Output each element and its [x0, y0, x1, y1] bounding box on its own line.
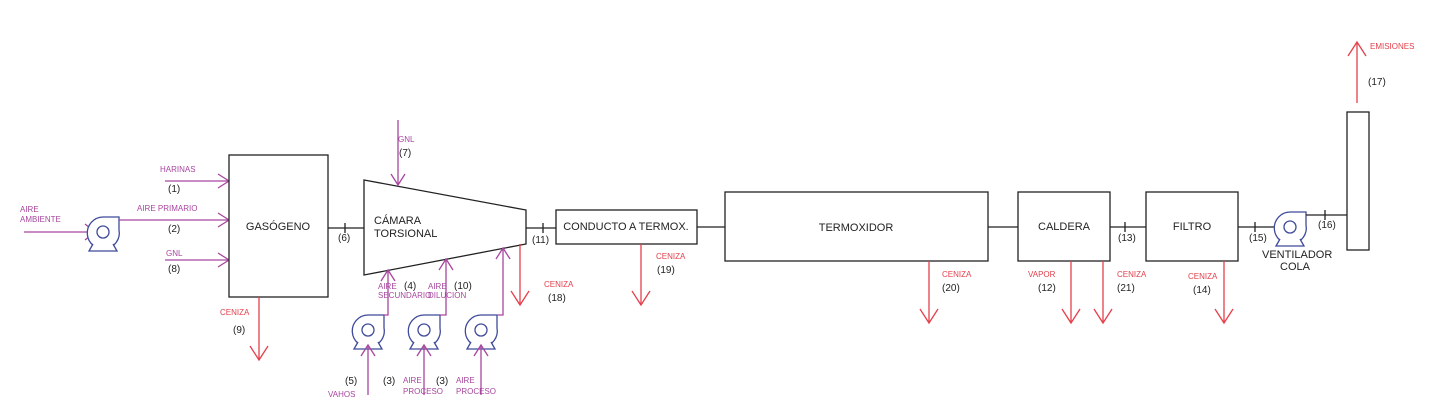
- stream-5-label: VAHOS: [328, 390, 355, 399]
- stream-4-label-2: SECUNDARIO: [378, 291, 431, 300]
- stream-10-label-1: AIRE: [428, 282, 447, 291]
- arrow-ceniza-9: [249, 297, 269, 362]
- stream-10-num: (10): [454, 281, 472, 292]
- arrow-vapor-12: [1061, 261, 1081, 325]
- arrow-ceniza-18: [510, 244, 530, 307]
- stream-1-num: (1): [168, 184, 180, 195]
- stream-3a-label-2: PROCESO: [403, 387, 443, 396]
- stream-ambiente-label-2: AMBIENTE: [20, 215, 61, 224]
- fan-icon-ventilador-cola: [1273, 211, 1307, 247]
- stream-12-num: (12): [1038, 283, 1056, 294]
- stream-4-num: (4): [404, 281, 416, 292]
- stream-9-num: (9): [233, 325, 245, 336]
- arrow-gnl-7: [390, 120, 406, 187]
- stream-14-label: CENIZA: [1188, 272, 1218, 281]
- filtro-label: FILTRO: [1173, 221, 1212, 233]
- stream-7-label: GNL: [398, 135, 415, 144]
- camara-label-2: TORSIONAL: [374, 228, 437, 240]
- ventilador-label-1: VENTILADOR: [1262, 249, 1332, 261]
- stream-4-label-1: AIRE: [378, 282, 397, 291]
- stream-2-num: (2): [168, 224, 180, 235]
- fan-icon-vahos: [351, 314, 385, 350]
- caldera-block: [1017, 191, 1111, 262]
- arrow-aire-proceso-a: [416, 343, 432, 395]
- stream-13-num: (13): [1118, 233, 1136, 244]
- arrow-ceniza-14: [1214, 261, 1234, 325]
- stream-14-num: (14): [1193, 285, 1211, 296]
- stream-18-num: (18): [548, 293, 566, 304]
- stream-10-label-2: DILUCION: [428, 291, 466, 300]
- arrow-ceniza-19: [631, 244, 651, 307]
- arrow-emisiones-17: [1347, 40, 1367, 103]
- stream-3b-num: (3): [436, 376, 448, 387]
- stream-ambiente-label-1: AIRE: [20, 205, 39, 214]
- stream-17-num: (17): [1368, 77, 1386, 88]
- line-stream-6: [328, 223, 364, 233]
- stream-3b-label-1: AIRE: [456, 376, 475, 385]
- fan-icon-aire-dilucion: [464, 314, 498, 350]
- camara-label-1: CÁMARA: [374, 214, 422, 227]
- stream-2-label: AIRE PRIMARIO: [137, 204, 197, 213]
- gasogeno-block: [228, 154, 329, 298]
- conducto-label: CONDUCTO A TERMOX.: [563, 221, 689, 233]
- stream-21-label: CENIZA: [1117, 270, 1147, 279]
- stream-7-num: (7): [399, 148, 411, 159]
- line-stream-13: [1110, 222, 1146, 232]
- stream-19-label: CENIZA: [656, 252, 686, 261]
- fan-icon-aire-secundario: [407, 314, 441, 350]
- gasogeno-label: GASÓGENO: [246, 220, 311, 233]
- stream-3a-label-1: AIRE: [403, 376, 422, 385]
- line-stream-16: [1306, 210, 1347, 220]
- camara-torsional-block: [363, 179, 527, 276]
- arrow-aire-dilucion: [495, 246, 511, 316]
- stream-9-label: CENIZA: [220, 308, 250, 317]
- arrow-aire-proceso-b: [473, 343, 489, 395]
- conducto-block: [555, 209, 698, 245]
- stream-5-num: (5): [345, 376, 357, 387]
- fan-icon-aire-primario: [86, 216, 120, 252]
- stream-16-num: (16): [1318, 220, 1336, 231]
- line-stream-11: [526, 223, 556, 233]
- arrow-aire-ambiente: [24, 223, 97, 241]
- line-stream-15: [1238, 222, 1274, 232]
- stream-12-label: VAPOR: [1028, 270, 1056, 279]
- filtro-block: [1145, 191, 1239, 262]
- stream-1-label: HARINAS: [160, 165, 196, 174]
- termoxidor-block: [724, 191, 989, 262]
- termoxidor-label: TERMOXIDOR: [819, 222, 894, 234]
- stream-21-num: (21): [1117, 283, 1135, 294]
- stack-block: [1346, 111, 1370, 251]
- arrow-ceniza-21: [1093, 261, 1113, 325]
- stream-3a-num: (3): [383, 376, 395, 387]
- stream-18-label: CENIZA: [544, 280, 574, 289]
- stream-8-num: (8): [168, 264, 180, 275]
- arrow-aire-secundario: [438, 257, 454, 316]
- stream-11-num: (11): [532, 235, 549, 246]
- arrow-vahos-to-camara: [380, 268, 396, 316]
- stream-20-num: (20): [942, 283, 960, 294]
- stream-15-num: (15): [1249, 233, 1267, 244]
- caldera-label: CALDERA: [1038, 221, 1091, 233]
- stream-3b-label-2: PROCESO: [456, 387, 496, 396]
- arrow-ceniza-20: [919, 261, 939, 325]
- ventilador-label-2: COLA: [1280, 261, 1311, 273]
- stream-8-label: GNL: [166, 249, 183, 258]
- stream-17-label: EMISIONES: [1370, 42, 1414, 51]
- arrow-vahos-input: [360, 343, 376, 395]
- stream-19-num: (19): [657, 265, 675, 276]
- stream-6-num: (6): [338, 233, 350, 244]
- stream-20-label: CENIZA: [942, 270, 972, 279]
